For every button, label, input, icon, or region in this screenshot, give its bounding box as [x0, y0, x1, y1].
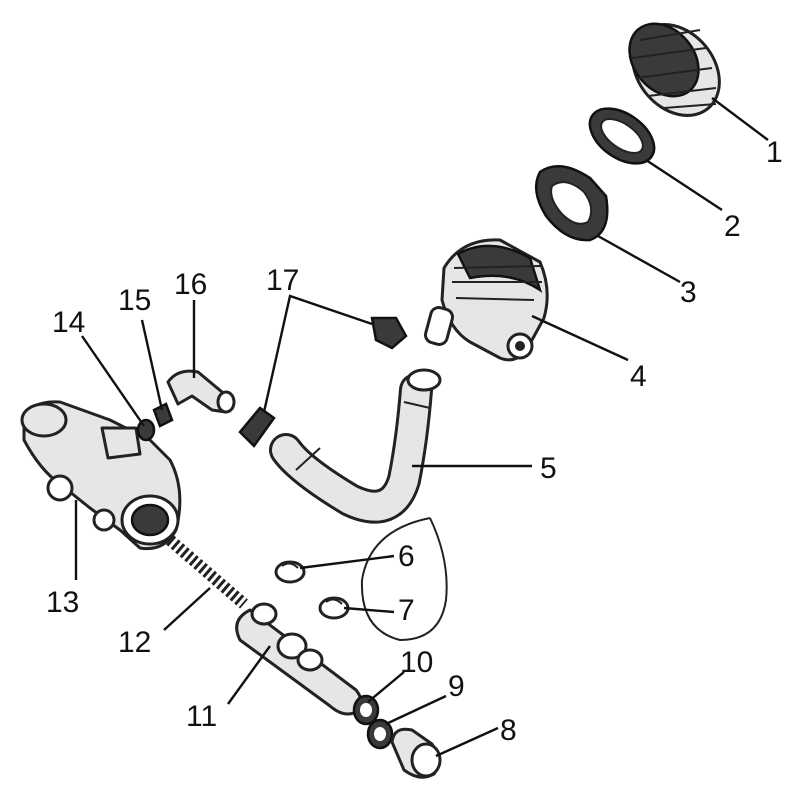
- part-6-clamp: [274, 560, 306, 584]
- clamp-wire-loop: [360, 517, 448, 642]
- callout-17: 17: [266, 264, 299, 297]
- callout-2: 2: [724, 210, 741, 243]
- part-17-clamp-b: [370, 316, 408, 350]
- leader-lines: [74, 97, 769, 758]
- callout-15: 15: [118, 284, 151, 317]
- callout-9: 9: [448, 670, 465, 703]
- part-15-bolt: [152, 402, 174, 428]
- part-8-boot: [390, 727, 442, 779]
- callout-5: 5: [540, 452, 557, 485]
- part-13-master-cylinder-body: [20, 400, 182, 551]
- part-2-ring-seal: [588, 107, 656, 165]
- part-11-piston: [235, 602, 363, 716]
- part-16-elbow-fitting: [166, 369, 236, 414]
- part-17-clamp-a: [238, 406, 276, 448]
- part-1-cap: [628, 22, 721, 117]
- callout-7: 7: [398, 594, 415, 627]
- callout-4: 4: [630, 360, 647, 393]
- part-12-spring: [166, 535, 248, 609]
- callout-13: 13: [46, 586, 79, 619]
- callout-14: 14: [52, 306, 85, 339]
- callout-8: 8: [500, 714, 517, 747]
- callout-3: 3: [680, 276, 697, 309]
- callout-12: 12: [118, 626, 151, 659]
- part-10-washer: [352, 694, 380, 726]
- callout-6: 6: [398, 540, 415, 573]
- part-3-gasket: [534, 165, 609, 242]
- callout-1: 1: [766, 136, 783, 169]
- part-5-hose: [269, 368, 442, 524]
- part-9-washer: [366, 718, 394, 750]
- part-7-clamp: [318, 596, 350, 620]
- callout-10: 10: [400, 646, 433, 679]
- callout-11: 11: [186, 700, 217, 733]
- callout-16: 16: [174, 268, 207, 301]
- callout-labels: 1 2 3 4 5 6 7 8 9 10 11 12 13 14 15 16 1…: [46, 136, 783, 747]
- part-4-reservoir-base: [424, 238, 549, 362]
- part-14-washer: [136, 418, 156, 442]
